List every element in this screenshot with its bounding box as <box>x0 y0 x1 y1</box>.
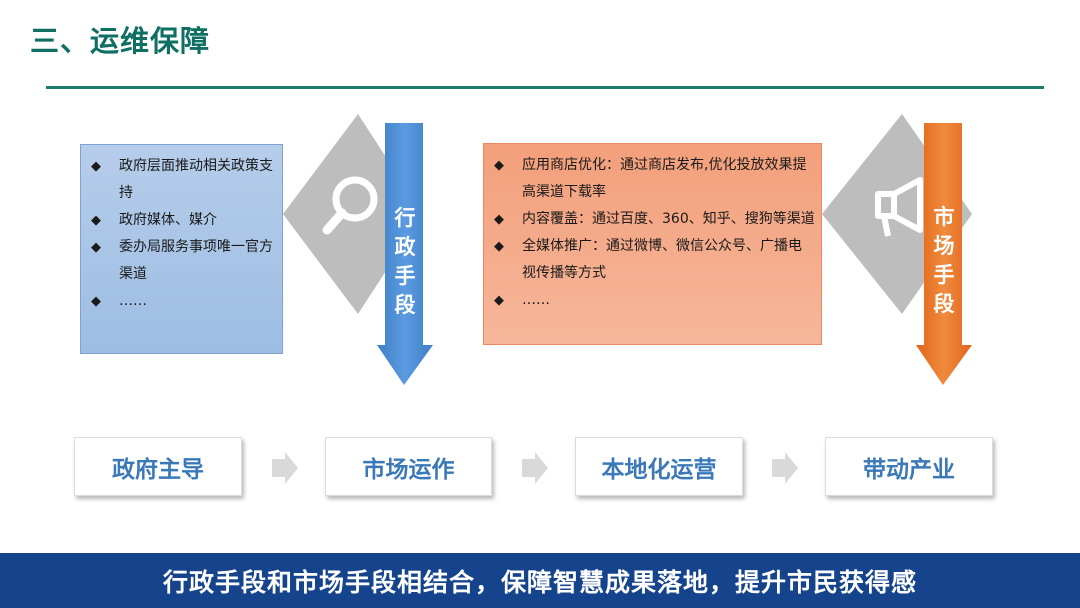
list-item: ◆政府层面推动相关政策支持 <box>91 153 276 207</box>
list-item: ◆全媒体推广：通过微博、微信公众号、广播电视传播等方式 <box>494 233 815 287</box>
list-item: ◆…… <box>494 287 815 314</box>
list-item: ◆委办局服务事项唯一官方渠道 <box>91 234 276 288</box>
diamond-bullet-icon: ◆ <box>494 239 504 254</box>
summary-banner: 行政手段和市场手段相结合，保障智慧成果落地，提升市民获得感 <box>0 553 1080 608</box>
step-local-operation: 本地化运营 <box>575 437 743 496</box>
chevron-right-icon <box>272 452 298 484</box>
chevron-right-icon <box>522 452 548 484</box>
search-icon <box>322 176 378 235</box>
diamond-bullet-icon: ◆ <box>91 240 101 255</box>
title-divider <box>46 86 1044 89</box>
diamond-bullet-icon: ◆ <box>494 293 504 308</box>
diamond-bullet-icon: ◆ <box>494 212 504 227</box>
market-means-label: 市 场 手 段 <box>933 205 955 316</box>
list-item: ◆…… <box>91 288 276 315</box>
diamond-bullet-icon: ◆ <box>494 158 504 173</box>
megaphone-icon <box>875 177 923 237</box>
list-item: ◆政府媒体、媒介 <box>91 207 276 234</box>
list-item: ◆内容覆盖：通过百度、360、知乎、搜狗等渠道 <box>494 206 815 233</box>
step-drive-industry: 带动产业 <box>825 437 993 496</box>
diamond-bullet-icon: ◆ <box>91 159 101 174</box>
administrative-means-label: 行 政 手 段 <box>394 206 416 317</box>
market-measures-box: ◆应用商店优化：通过商店发布,优化投放效果提高渠道下载率 ◆内容覆盖：通过百度、… <box>483 143 822 345</box>
list-item: ◆应用商店优化：通过商店发布,优化投放效果提高渠道下载率 <box>494 152 815 206</box>
page-title: 三、运维保障 <box>30 24 211 58</box>
chevron-right-icon <box>772 452 798 484</box>
step-market-operation: 市场运作 <box>325 437 492 496</box>
diamond-bullet-icon: ◆ <box>91 213 101 228</box>
diamond-bullet-icon: ◆ <box>91 294 101 309</box>
administrative-means-arrow <box>377 123 433 385</box>
government-measures-box: ◆政府层面推动相关政策支持 ◆政府媒体、媒介 ◆委办局服务事项唯一官方渠道 ◆…… <box>80 144 283 354</box>
step-government-led: 政府主导 <box>74 437 242 496</box>
market-means-arrow <box>916 123 972 385</box>
